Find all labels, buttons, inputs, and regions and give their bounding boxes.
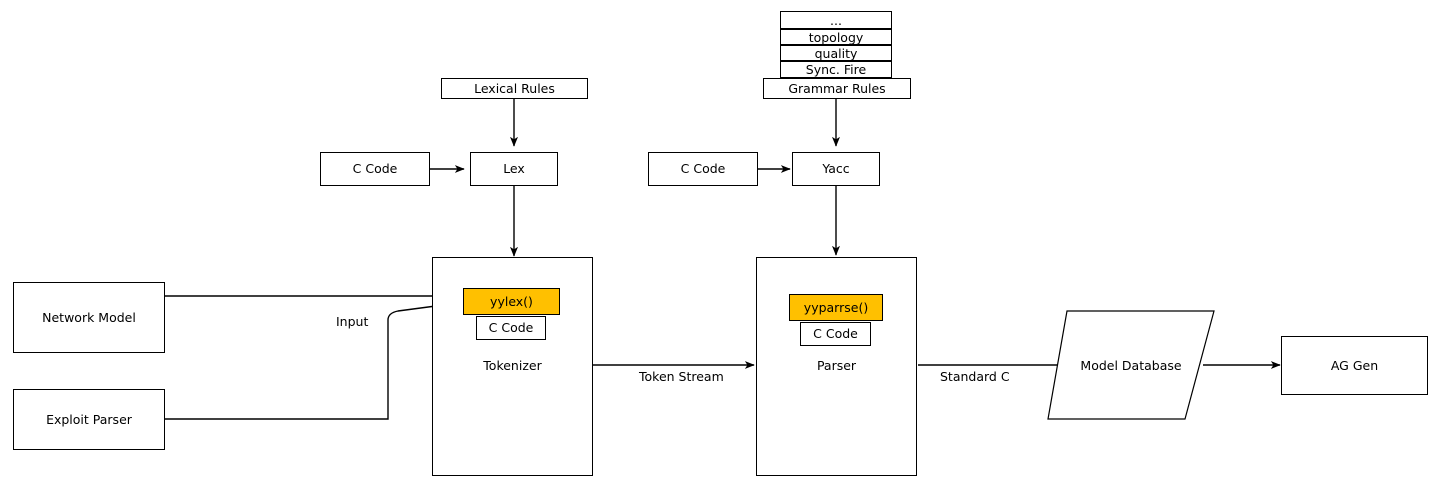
- node-label: Lex: [503, 161, 525, 177]
- container-tokenizer-label: Tokenizer: [483, 358, 542, 373]
- node-label: Network Model: [42, 309, 136, 325]
- container-parser[interactable]: [756, 257, 917, 476]
- node-yacc[interactable]: Yacc: [792, 152, 880, 186]
- node-label: Grammar Rules: [788, 80, 886, 96]
- edge-label-token-stream: Token Stream: [637, 369, 726, 384]
- node-lex[interactable]: Lex: [470, 152, 558, 186]
- node-label: C Code: [488, 320, 534, 336]
- node-yyparrse-c-code[interactable]: C Code: [800, 322, 871, 346]
- node-yylex[interactable]: yylex(): [463, 288, 560, 315]
- stack-item-quality: quality: [780, 45, 892, 61]
- node-label: yyparrse(): [803, 299, 869, 315]
- edge-exploit-parser-to-yylex: [165, 299, 467, 420]
- stack-item-label: topology: [808, 29, 864, 45]
- node-label: Yacc: [822, 161, 850, 177]
- node-network-model[interactable]: Network Model: [13, 282, 165, 353]
- edge-label-input: Input: [334, 314, 371, 329]
- node-label: Exploit Parser: [46, 411, 132, 427]
- stack-item-sync-fire: Sync. Fire: [780, 61, 892, 78]
- node-model-database-label[interactable]: Model Database: [1080, 358, 1182, 373]
- node-label: AG Gen: [1330, 357, 1379, 373]
- node-label: C Code: [680, 161, 726, 177]
- node-lexical-rules[interactable]: Lexical Rules: [441, 78, 588, 99]
- node-label: Lexical Rules: [474, 80, 555, 96]
- node-ag-gen[interactable]: AG Gen: [1281, 336, 1428, 395]
- stack-item-label: ...: [830, 12, 842, 28]
- container-parser-label: Parser: [816, 358, 857, 373]
- node-yylex-c-code[interactable]: C Code: [476, 316, 546, 340]
- node-exploit-parser[interactable]: Exploit Parser: [13, 389, 165, 450]
- node-label: C Code: [813, 326, 858, 342]
- node-label: yylex(): [490, 293, 533, 309]
- node-c-code-lex[interactable]: C Code: [320, 152, 430, 186]
- node-yyparrse[interactable]: yyparrse(): [789, 294, 883, 321]
- stack-item-ellipsis: ...: [780, 11, 892, 29]
- node-label: C Code: [352, 161, 398, 177]
- stack-item-label: quality: [814, 45, 858, 61]
- stack-item-topology: topology: [780, 29, 892, 45]
- node-grammar-rules[interactable]: Grammar Rules: [763, 78, 911, 99]
- edge-label-standard-c: Standard C: [938, 369, 1012, 384]
- stack-item-label: Sync. Fire: [805, 62, 867, 77]
- node-c-code-yacc[interactable]: C Code: [648, 152, 758, 186]
